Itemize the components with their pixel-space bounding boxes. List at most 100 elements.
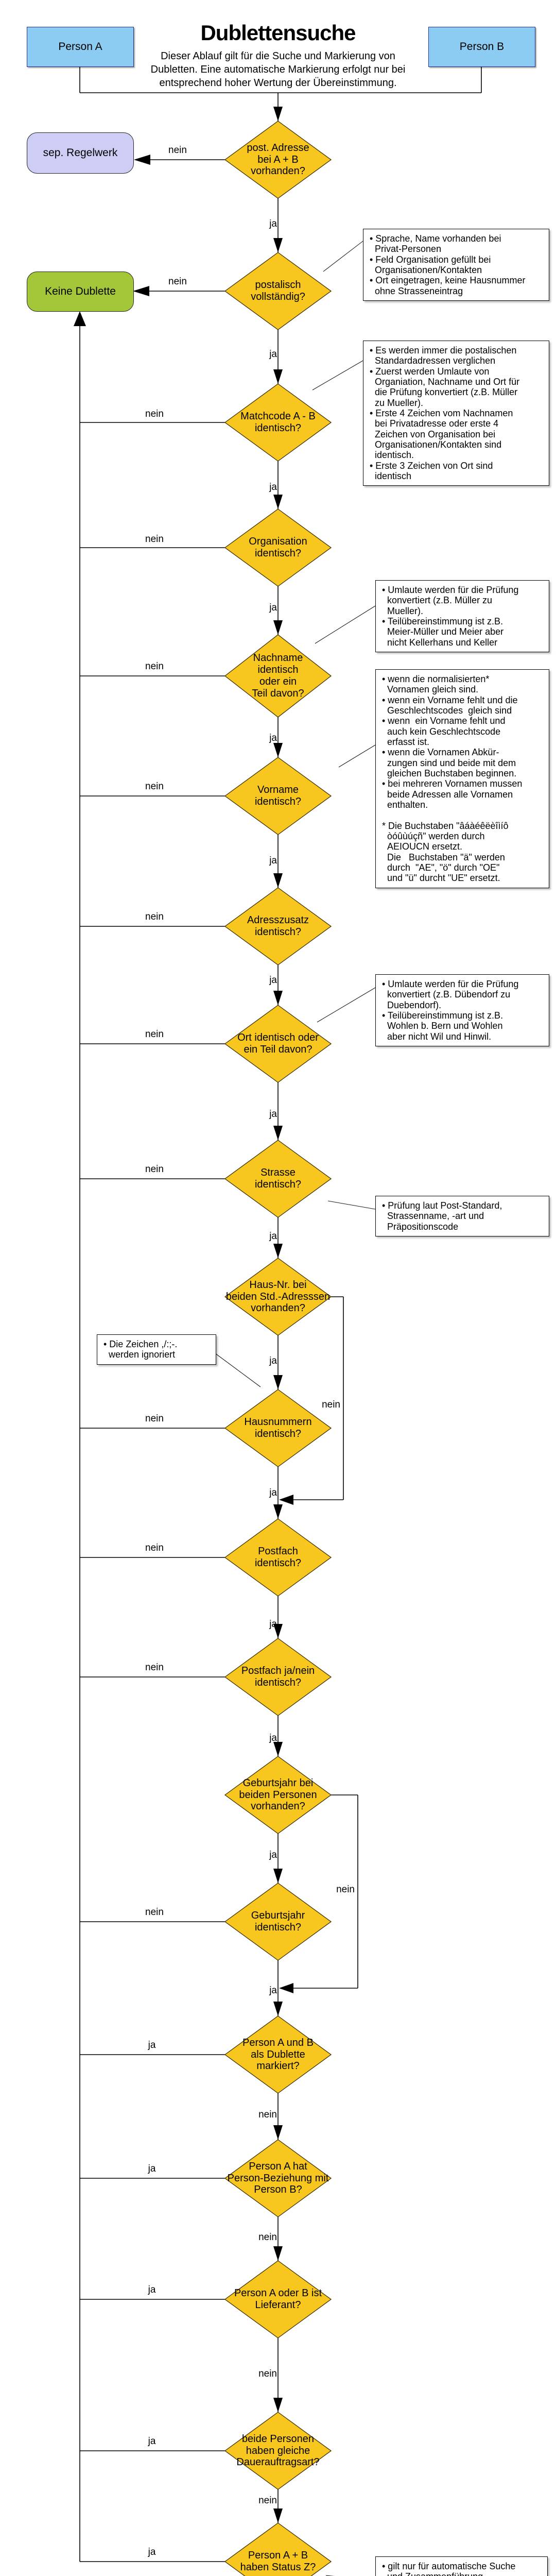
note-3: • Umlaute werden für die Prüfung konvert… [375, 580, 549, 652]
arrowhead-d10 [273, 1244, 283, 1258]
decision-diamond-2 [224, 252, 332, 330]
branch-label-nein-d5: nein [145, 661, 164, 672]
arrowhead-d1 [273, 107, 283, 121]
page-subtitle: Dieser Ablauf gilt für die Suche und Mar… [150, 50, 406, 89]
spine-label-ja-2: ja [269, 349, 277, 360]
spine-label-ja-7: ja [269, 975, 277, 986]
note-5: • Umlaute werden für die Prüfung konvert… [375, 974, 549, 1046]
branch-label-nein-d7: nein [145, 911, 164, 922]
spine-label-ja-11: ja [269, 1487, 277, 1498]
note-2: • Es werden immer die postalischen Stand… [363, 341, 549, 486]
arrowhead-green [133, 286, 149, 296]
decision-label-15: Geburtsjahr identisch? [251, 1910, 305, 1933]
decision-label-9: Strasse identisch? [254, 1167, 302, 1190]
note-4: • wenn die normalisierten* Vornamen glei… [375, 669, 549, 888]
decision-label-14: Geburtsjahr bei beiden Personen vorhande… [239, 1777, 317, 1812]
spine-label-ja-8: ja [269, 1109, 277, 1120]
leader-note-3 [315, 605, 376, 644]
decision-label-17: Person A hat Person-Beziehung mit Person… [227, 2160, 329, 2196]
decision-label-8: Ort identisch oder ein Teil davon? [237, 1032, 319, 1055]
arrowhead-bypass2 [279, 1983, 293, 1993]
arrowhead-d14 [273, 1742, 283, 1756]
spine-label-nein-19: nein [258, 2495, 277, 2506]
leader-note-6 [327, 1200, 376, 1210]
branch-label-nein-d8: nein [145, 1029, 164, 1040]
arrowhead-d11 [273, 1375, 283, 1389]
decision-label-11: Hausnummern identisch? [244, 1416, 312, 1439]
decision-diamond-3 [224, 383, 332, 462]
decision-diamond-9 [224, 1140, 332, 1218]
decision-diamond-13 [224, 1638, 332, 1716]
spine-label-nein-18: nein [258, 2368, 277, 2379]
spine-label-ja-12: ja [269, 1619, 277, 1630]
decision-diamond-5 [224, 634, 332, 718]
person-b-box: Person B [428, 27, 535, 67]
branch-label-nein-d6: nein [145, 781, 164, 792]
spine-label-ja-9: ja [269, 1231, 277, 1242]
decision-diamond-15 [224, 1883, 332, 1961]
branch-label-nein-d15: nein [145, 1907, 164, 1918]
decision-diamond-18 [224, 2260, 332, 2338]
bypass1-label-nein: nein [322, 1399, 340, 1410]
decision-label-4: Organisation identisch? [249, 536, 307, 559]
decision-label-18: Person A oder B ist Lieferant? [234, 2287, 322, 2311]
leader-note-2 [312, 360, 363, 391]
decision-diamond-4 [224, 509, 332, 587]
branch-label-nein-d1: nein [168, 145, 187, 156]
decision-label-12: Postfach identisch? [254, 1546, 302, 1569]
arrowhead-d18 [273, 2246, 283, 2261]
branch-label-nein-d13: nein [145, 1662, 164, 1673]
decision-label-6: Vorname identisch? [254, 784, 302, 807]
decision-label-7: Adresszusatz identisch? [247, 914, 309, 938]
note-1: • Sprache, Name vorhanden bei Privat-Per… [363, 229, 549, 301]
page-title: Dublettensuche [200, 21, 356, 45]
spine-label-ja-14: ja [269, 1850, 277, 1860]
arrowhead-d8 [273, 991, 283, 1005]
branch-label-ja-d17: ja [148, 2163, 156, 2174]
arrowhead-d15 [273, 1869, 283, 1883]
arrowhead-d12 [273, 1504, 283, 1519]
decision-label-19: beide Personen haben gleiche Dauerauftra… [236, 2433, 320, 2468]
decision-diamond-1 [224, 121, 332, 199]
arrowhead-d13 [273, 1624, 283, 1638]
bypass2-label-nein: nein [336, 1884, 355, 1895]
decision-diamond-6 [224, 757, 332, 835]
leader-note-1 [323, 241, 363, 272]
decision-diamond-14 [224, 1756, 332, 1834]
arrowhead-rulebook [134, 155, 150, 165]
leader-note-4 [338, 744, 376, 768]
spine-label-nein-16: nein [258, 2109, 277, 2120]
branch-label-nein-d9: nein [145, 1164, 164, 1175]
decision-label-16: Person A und B als Dublette markiert? [242, 2037, 314, 2072]
decision-label-10: Haus-Nr. bei beiden Std.-Adresssen vorha… [225, 1279, 331, 1314]
spine-label-ja-15: ja [269, 1985, 277, 1996]
branch-label-ja-d20: ja [148, 2547, 156, 2557]
arrowhead-d2 [273, 238, 283, 252]
arrowhead-d3 [273, 369, 283, 384]
arrowhead-d6 [273, 743, 283, 757]
arrowhead-d17 [273, 2125, 283, 2140]
arrowhead-d16 [273, 2002, 283, 2016]
decision-diamond-16 [224, 2015, 332, 2094]
arrowhead-d20 [273, 2509, 283, 2523]
decision-diamond-12 [224, 1518, 332, 1597]
spine-label-ja-13: ja [269, 1733, 277, 1743]
branch-label-nein-d11: nein [145, 1413, 164, 1424]
arrowhead-d4 [273, 495, 283, 509]
spine-label-nein-17: nein [258, 2232, 277, 2243]
spine-label-ja-5: ja [269, 733, 277, 743]
person-a-box: Person A [27, 27, 134, 67]
arrowhead-d19 [273, 2398, 283, 2412]
decision-diamond-17 [224, 2139, 332, 2217]
spine-label-ja-10: ja [269, 1355, 277, 1366]
branch-label-nein-d12: nein [145, 1543, 164, 1553]
decision-label-13: Postfach ja/nein identisch? [241, 1665, 315, 1688]
arrowhead-d5 [273, 620, 283, 635]
decision-diamond-11 [224, 1389, 332, 1467]
spine-label-ja-1: ja [269, 218, 277, 229]
note-7: • Die Zeichen ,/:;-. werden ignoriert [97, 1334, 216, 1365]
leader-note-5 [317, 987, 376, 1023]
arrowhead-no-duplicate [74, 311, 86, 326]
